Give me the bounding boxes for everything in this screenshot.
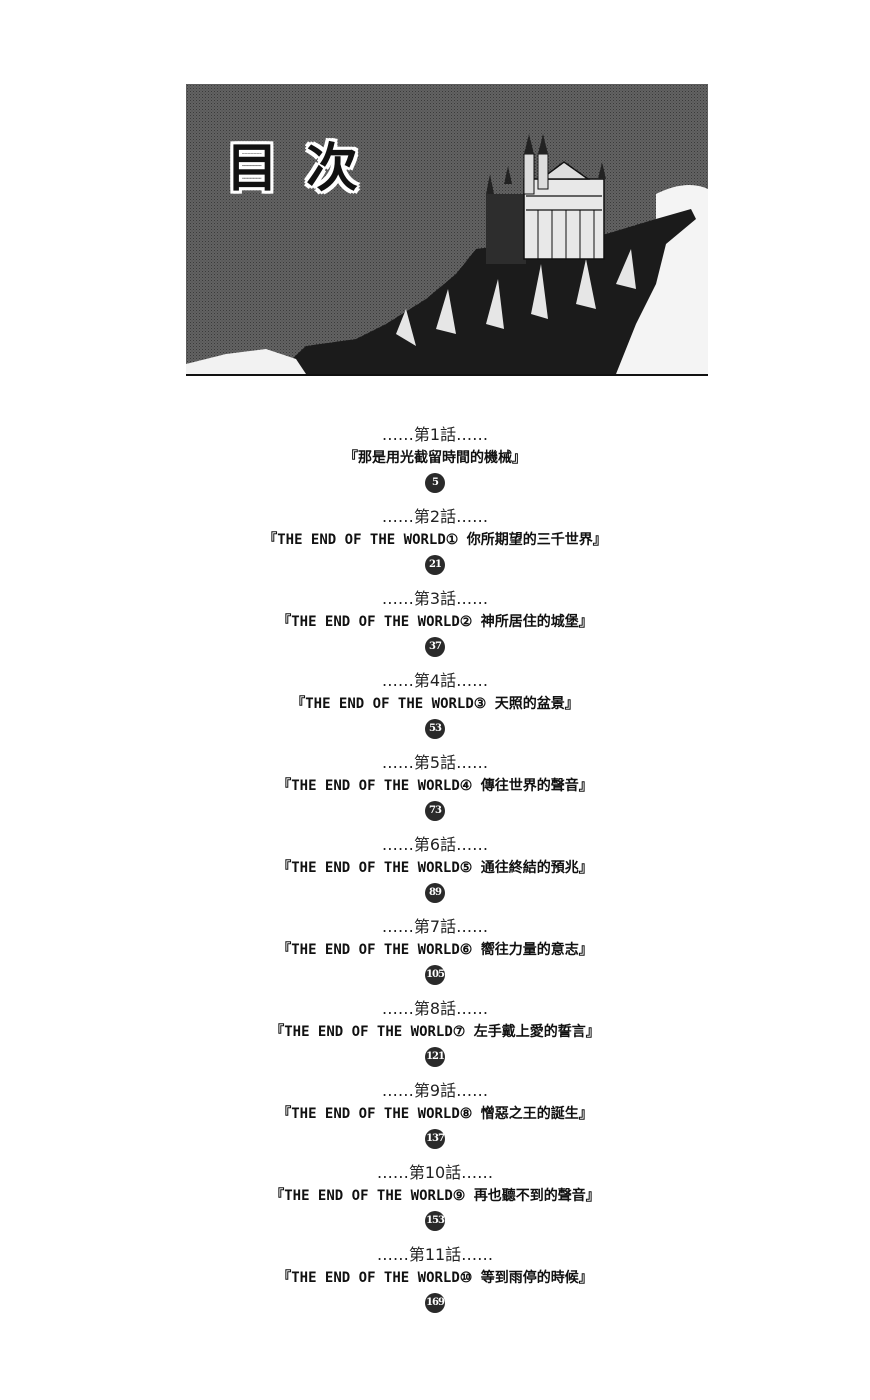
page-number-badge: 169: [425, 1293, 445, 1313]
toc-entry[interactable]: ……第4話…… 『THE END OF THE WORLD③ 天照的盆景』 53: [0, 670, 870, 752]
toc-entry[interactable]: ……第8話…… 『THE END OF THE WORLD⑦ 左手戴上愛的誓言』…: [0, 998, 870, 1080]
toc-entry[interactable]: ……第3話…… 『THE END OF THE WORLD② 神所居住的城堡』 …: [0, 588, 870, 670]
episode-label: ……第2話……: [381, 507, 489, 526]
episode-title: 『THE END OF THE WORLD② 神所居住的城堡』: [277, 614, 593, 630]
episode-title: 『THE END OF THE WORLD⑦ 左手戴上愛的誓言』: [270, 1024, 600, 1040]
page-number-badge: 21: [425, 555, 445, 575]
episode-label: ……第7話……: [381, 917, 489, 936]
episode-label: ……第4話……: [381, 671, 489, 690]
episode-label: ……第1話……: [381, 425, 489, 444]
header-illustration: 目次: [186, 84, 708, 376]
episode-title: 『THE END OF THE WORLD③ 天照的盆景』: [291, 696, 579, 712]
toc-entry[interactable]: ……第1話…… 『那是用光截留時間的機械』 5: [0, 424, 870, 506]
page-number-badge: 73: [425, 801, 445, 821]
toc-entry[interactable]: ……第10話…… 『THE END OF THE WORLD⑨ 再也聽不到的聲音…: [0, 1162, 870, 1244]
toc-entry[interactable]: ……第5話…… 『THE END OF THE WORLD④ 傳往世界的聲音』 …: [0, 752, 870, 834]
episode-label: ……第5話……: [381, 753, 489, 772]
page-number-badge: 137: [425, 1129, 445, 1149]
episode-label: ……第6話……: [381, 835, 489, 854]
episode-label: ……第10話……: [376, 1163, 494, 1182]
episode-title: 『THE END OF THE WORLD④ 傳往世界的聲音』: [277, 778, 593, 794]
page-number-badge: 105: [425, 965, 445, 985]
episode-label: ……第11話……: [376, 1245, 494, 1264]
episode-title: 『THE END OF THE WORLD⑤ 通往終結的預兆』: [277, 860, 593, 876]
page-number-badge: 89: [425, 883, 445, 903]
page-number-badge: 121: [425, 1047, 445, 1067]
toc-entry[interactable]: ……第6話…… 『THE END OF THE WORLD⑤ 通往終結的預兆』 …: [0, 834, 870, 916]
page-number-badge: 153: [425, 1211, 445, 1231]
table-of-contents: ……第1話…… 『那是用光截留時間的機械』 5 ……第2話…… 『THE END…: [0, 424, 870, 1326]
episode-title: 『那是用光截留時間的機械』: [344, 450, 526, 466]
table-of-contents-heading: 目次: [226, 139, 387, 199]
episode-title: 『THE END OF THE WORLD⑥ 嚮往力量的意志』: [277, 942, 593, 958]
toc-entry[interactable]: ……第9話…… 『THE END OF THE WORLD⑧ 憎惡之王的誕生』 …: [0, 1080, 870, 1162]
castle-cliff-illustration: [186, 134, 708, 374]
toc-entry[interactable]: ……第11話…… 『THE END OF THE WORLD⑩ 等到雨停的時候』…: [0, 1244, 870, 1326]
toc-entry[interactable]: ……第2話…… 『THE END OF THE WORLD① 你所期望的三千世界…: [0, 506, 870, 588]
episode-title: 『THE END OF THE WORLD⑩ 等到雨停的時候』: [277, 1270, 593, 1286]
episode-title: 『THE END OF THE WORLD⑨ 再也聽不到的聲音』: [270, 1188, 600, 1204]
page-number-badge: 5: [425, 473, 445, 493]
episode-label: ……第9話……: [381, 1081, 489, 1100]
episode-label: ……第8話……: [381, 999, 489, 1018]
episode-label: ……第3話……: [381, 589, 489, 608]
toc-entry[interactable]: ……第7話…… 『THE END OF THE WORLD⑥ 嚮往力量的意志』 …: [0, 916, 870, 998]
episode-title: 『THE END OF THE WORLD⑧ 憎惡之王的誕生』: [277, 1106, 593, 1122]
page-number-badge: 37: [425, 637, 445, 657]
episode-title: 『THE END OF THE WORLD① 你所期望的三千世界』: [263, 532, 607, 548]
page-number-badge: 53: [425, 719, 445, 739]
